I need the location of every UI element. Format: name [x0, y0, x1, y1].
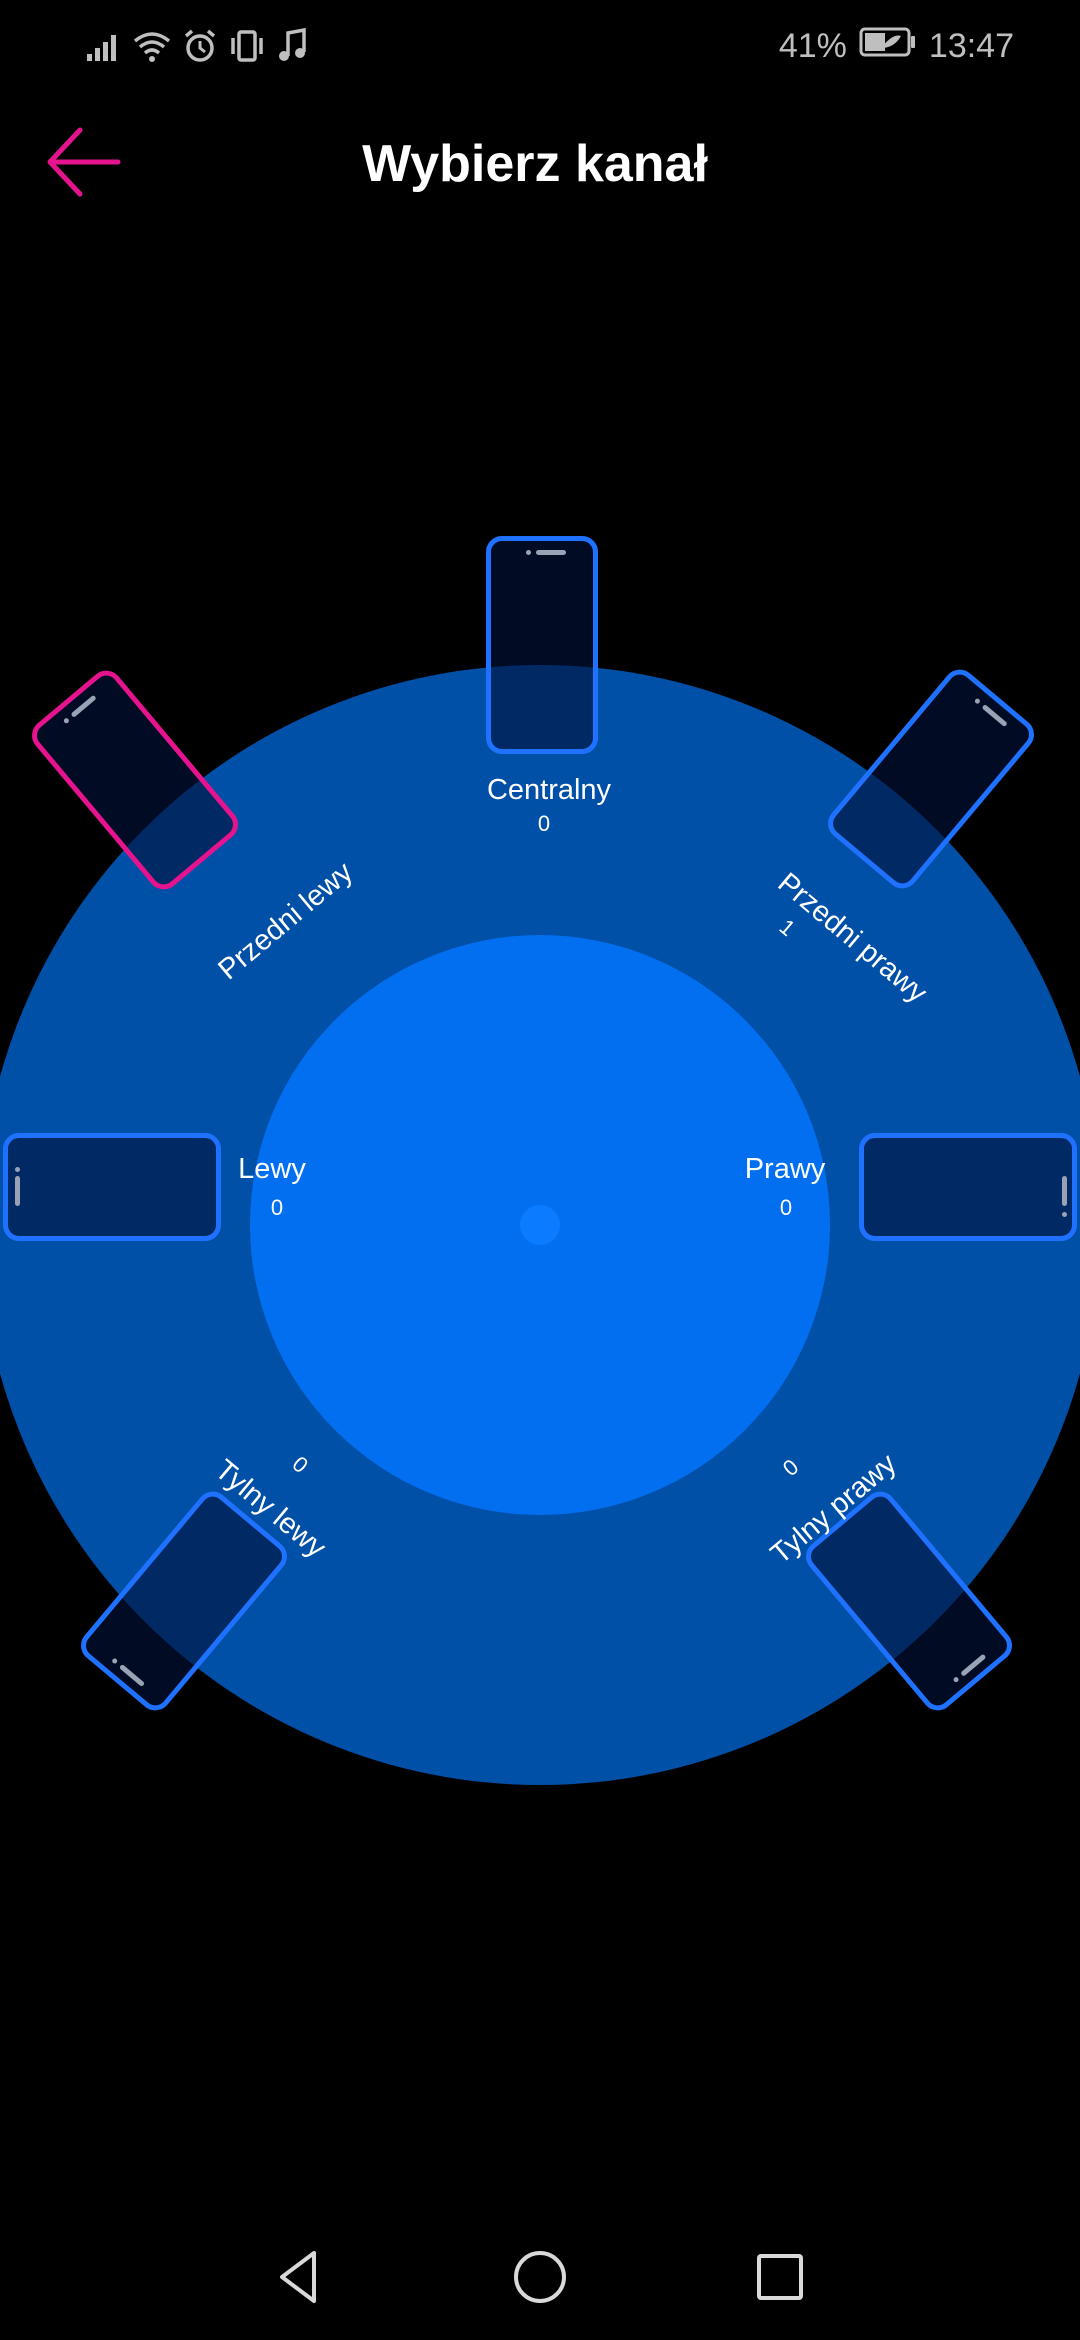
status-icons-left [86, 24, 308, 68]
status-bar: 41% 13:47 [0, 0, 1080, 90]
battery-percent: 41% [778, 26, 847, 65]
page-title: Wybierz kanał [362, 135, 708, 193]
navigation-bar [0, 2220, 1080, 2340]
channel-centralny-label: Centralny [486, 774, 612, 806]
channel-prawy-label: Prawy [744, 1153, 826, 1185]
signal-icon [86, 30, 122, 62]
channel-lewy-count: 0 [270, 1195, 284, 1220]
channel-prawy-count: 0 [779, 1195, 793, 1220]
nav-home-button[interactable] [495, 2234, 585, 2324]
nav-recents-button[interactable] [735, 2234, 825, 2324]
music-note-icon [276, 28, 308, 64]
back-triangle-icon [270, 2247, 330, 2312]
listener-position [520, 1205, 560, 1245]
alarm-icon [182, 28, 218, 64]
battery-icon [859, 27, 917, 66]
recents-square-icon [750, 2247, 810, 2312]
nav-back-button[interactable] [255, 2234, 345, 2324]
arrow-left-icon [44, 122, 124, 207]
channel-prawy-phone[interactable] [859, 1133, 1077, 1241]
status-icons-right: 41% 13:47 [779, 24, 1014, 68]
home-circle-icon [510, 2247, 570, 2312]
back-button[interactable] [36, 116, 132, 212]
vibrate-icon [228, 29, 266, 63]
channel-lewy-label: Lewy [238, 1153, 306, 1185]
wifi-icon [132, 29, 172, 63]
channel-lewy-phone[interactable] [3, 1133, 221, 1241]
channel-centralny-phone[interactable] [486, 536, 598, 754]
channel-centralny-count: 0 [537, 811, 551, 836]
clock-time: 13:47 [928, 26, 1014, 65]
